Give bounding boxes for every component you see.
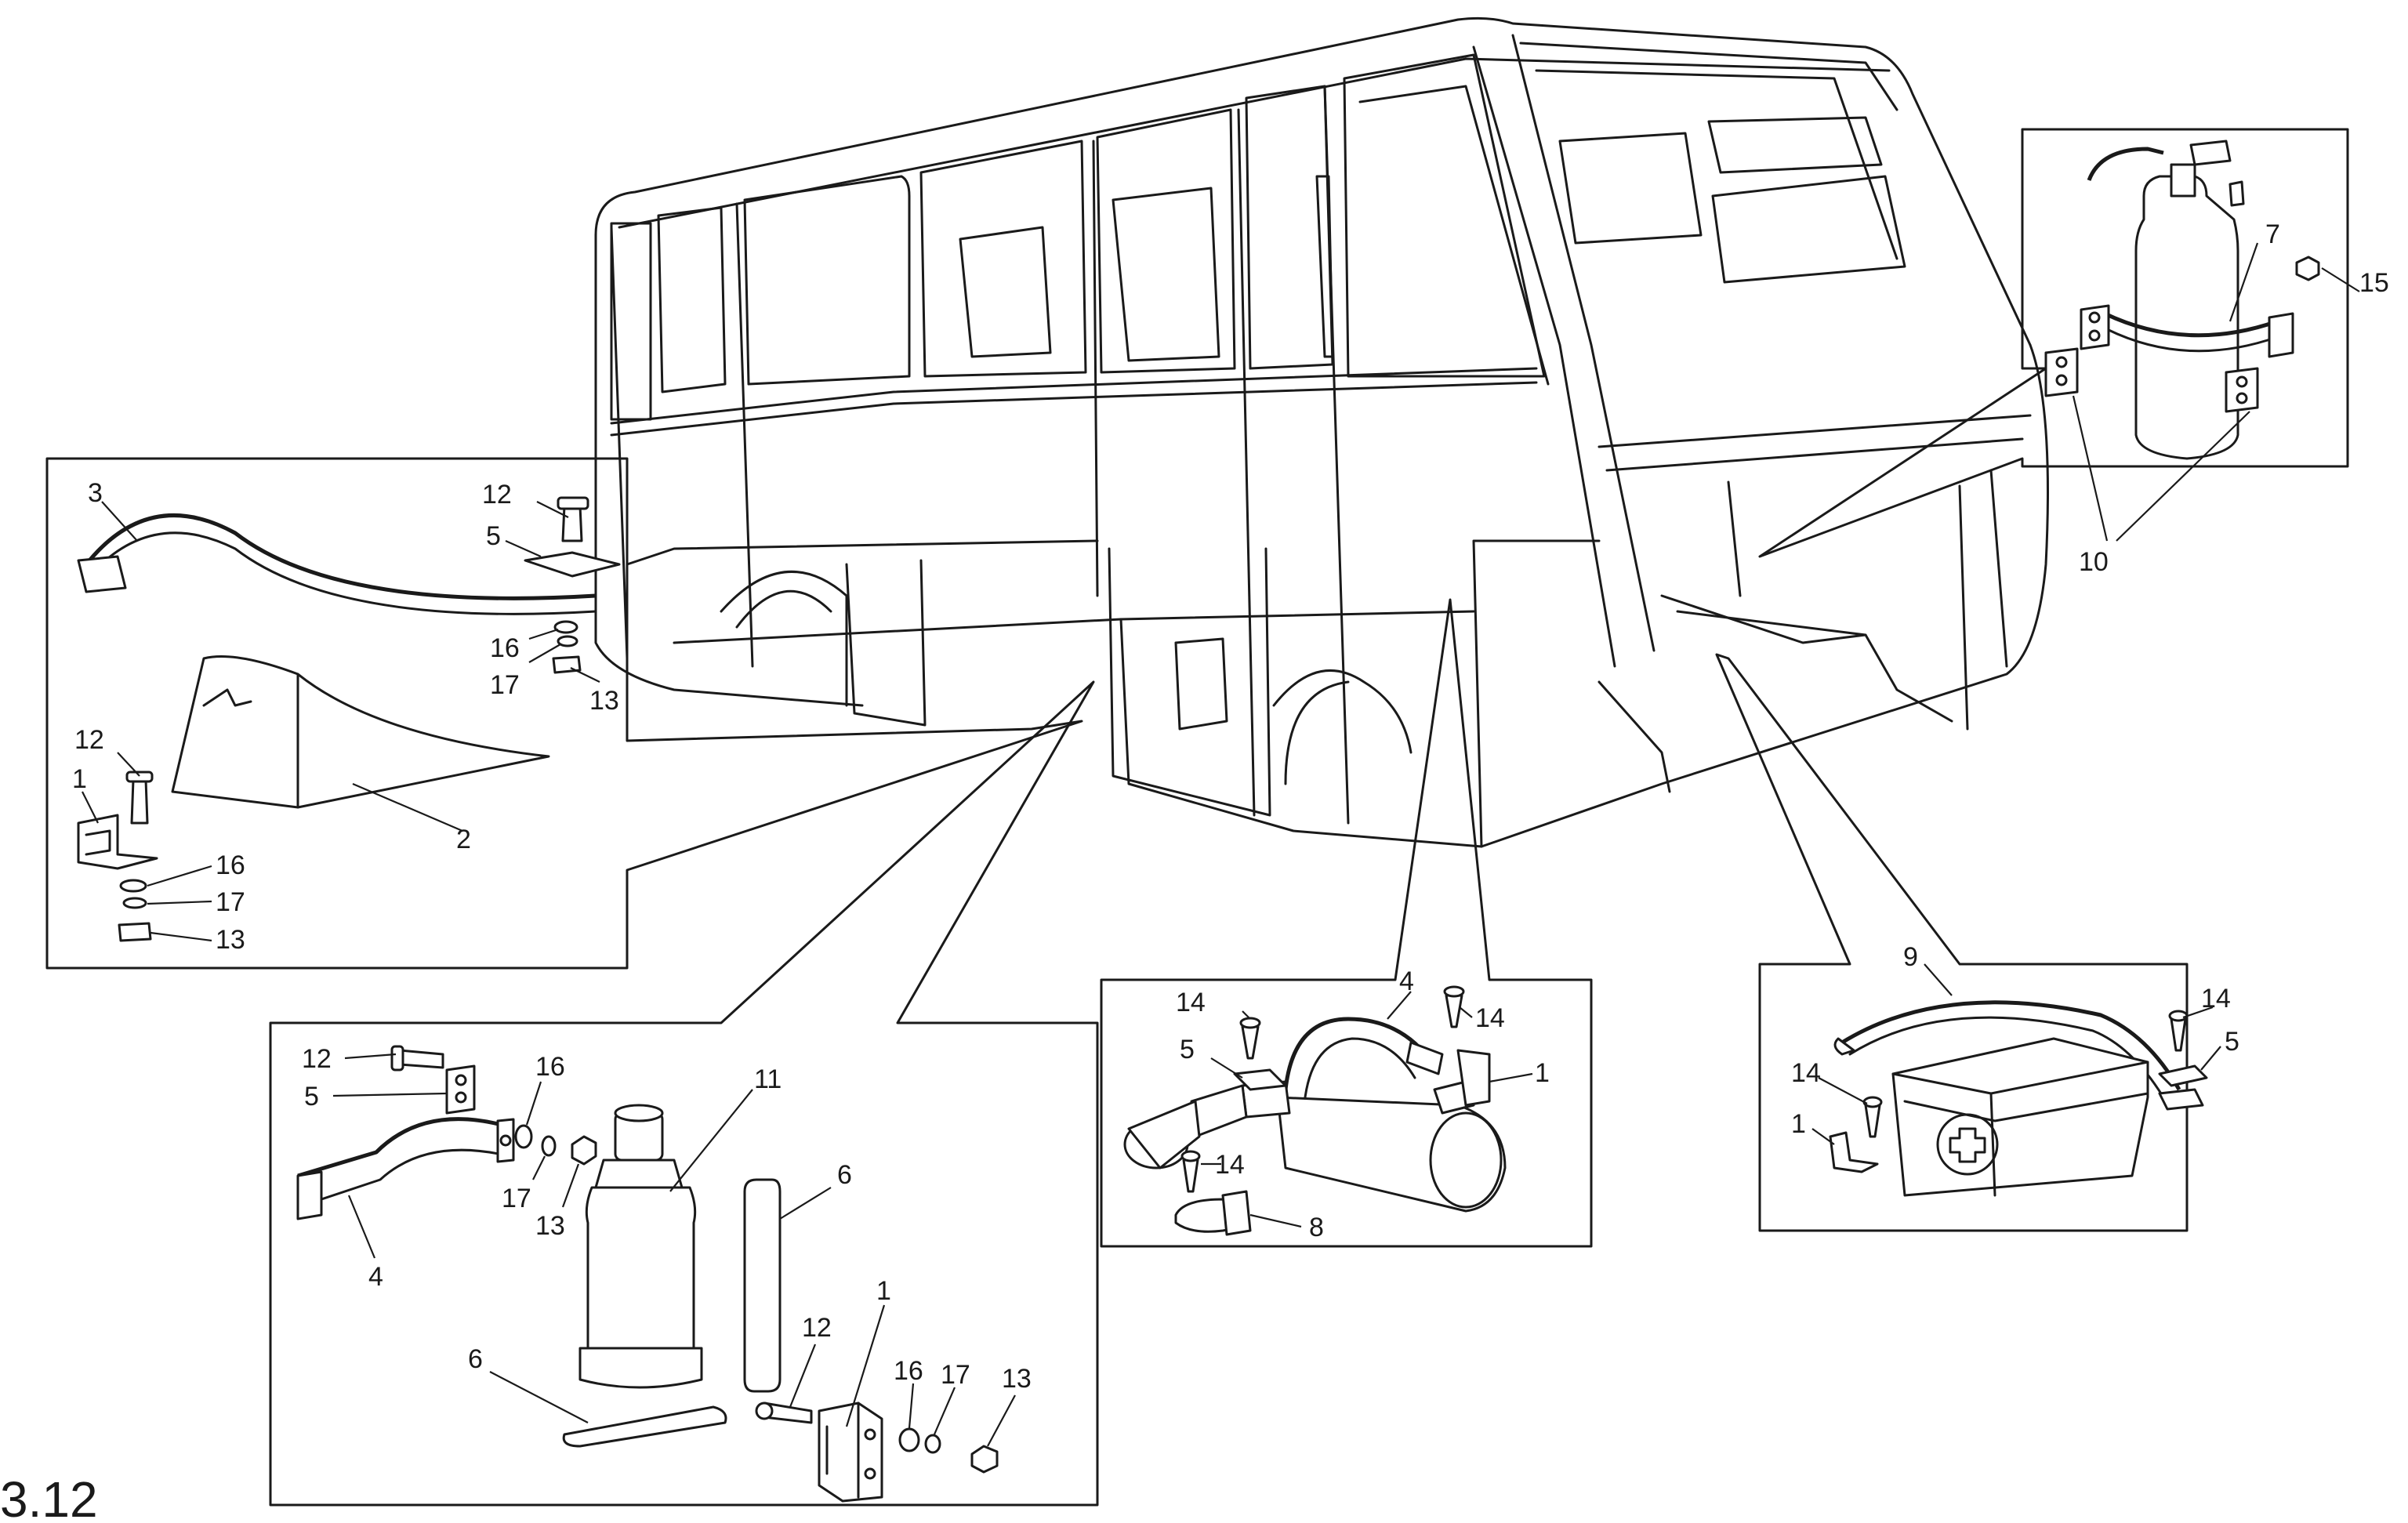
callout-12: 12 bbox=[302, 1044, 332, 1074]
callout-6: 6 bbox=[837, 1160, 852, 1190]
callout-16: 16 bbox=[216, 850, 245, 880]
callout-1: 1 bbox=[1535, 1058, 1550, 1088]
callout-3: 3 bbox=[88, 478, 103, 508]
callout-5: 5 bbox=[2225, 1027, 2239, 1057]
detail-panel-fire-extinguisher: 7 15 10 bbox=[1758, 128, 2389, 577]
callout-5: 5 bbox=[486, 521, 501, 551]
callout-5: 5 bbox=[304, 1082, 319, 1111]
callout-17: 17 bbox=[941, 1360, 970, 1390]
bus-illustration bbox=[594, 16, 2049, 848]
callout-11: 11 bbox=[754, 1064, 782, 1094]
callout-4: 4 bbox=[368, 1262, 383, 1292]
callout-17: 17 bbox=[490, 670, 520, 700]
callout-12: 12 bbox=[802, 1313, 832, 1343]
detail-panel-horn: 14 4 14 5 1 14 8 bbox=[1100, 598, 1593, 1248]
callout-9: 9 bbox=[1903, 942, 1918, 972]
callout-16: 16 bbox=[894, 1356, 923, 1386]
callout-13: 13 bbox=[1002, 1364, 1032, 1394]
detail-panel-gas-cylinder: 12 5 16 11 17 13 4 6 6 12 1 16 17 13 bbox=[269, 680, 1099, 1507]
callout-13: 13 bbox=[216, 925, 245, 955]
callout-12: 12 bbox=[482, 480, 512, 509]
callout-2: 2 bbox=[456, 825, 471, 854]
callout-8: 8 bbox=[1309, 1213, 1324, 1242]
callout-14: 14 bbox=[1176, 988, 1206, 1017]
callout-5: 5 bbox=[1180, 1035, 1195, 1064]
callout-14: 14 bbox=[1215, 1150, 1245, 1180]
callout-12: 12 bbox=[74, 725, 104, 755]
callout-6: 6 bbox=[468, 1344, 483, 1374]
callout-10: 10 bbox=[2079, 547, 2109, 577]
callout-7: 7 bbox=[2265, 219, 2280, 249]
callout-13: 13 bbox=[535, 1211, 565, 1241]
callout-1: 1 bbox=[1791, 1109, 1806, 1139]
callout-16: 16 bbox=[535, 1052, 565, 1082]
callout-14: 14 bbox=[1475, 1003, 1505, 1033]
callout-1: 1 bbox=[72, 764, 87, 794]
callout-4: 4 bbox=[1399, 966, 1414, 996]
detail-panel-wheel-chock: 3 12 5 16 17 13 12 1 2 16 17 13 bbox=[45, 457, 1083, 970]
callout-15: 15 bbox=[2359, 268, 2389, 298]
callout-17: 17 bbox=[216, 887, 245, 917]
callout-1: 1 bbox=[876, 1276, 891, 1306]
detail-panel-first-aid-kit: 9 14 5 14 1 bbox=[1715, 653, 2239, 1232]
callout-17: 17 bbox=[502, 1184, 531, 1213]
callout-14: 14 bbox=[2201, 984, 2231, 1014]
callout-14: 14 bbox=[1791, 1058, 1821, 1088]
callout-13: 13 bbox=[589, 686, 619, 716]
figure-number: 3.12 bbox=[0, 1471, 98, 1523]
callout-16: 16 bbox=[490, 633, 520, 663]
